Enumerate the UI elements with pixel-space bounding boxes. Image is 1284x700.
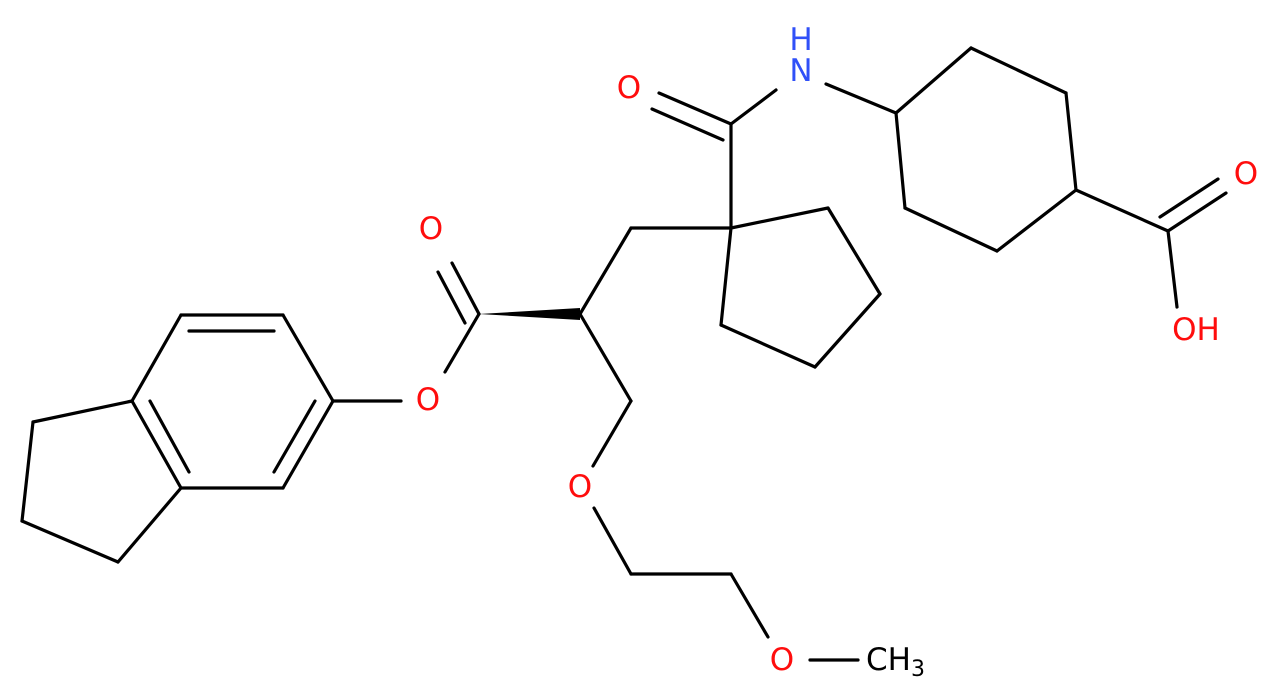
- bond: [995, 188, 1078, 253]
- bond: [20, 420, 35, 523]
- ester-group: [331, 261, 580, 403]
- bond: [894, 111, 907, 210]
- bond: [1166, 229, 1179, 309]
- bond: [813, 292, 882, 369]
- bond: [20, 519, 120, 564]
- cyclohexane-ring: [894, 46, 1078, 253]
- bond: [450, 261, 481, 316]
- bond: [969, 46, 1068, 95]
- atom-label-oxygen: O: [617, 70, 641, 106]
- bond: [148, 399, 191, 474]
- cyclopentane-ring: [719, 206, 882, 369]
- amide-group: [650, 82, 898, 230]
- bond: [31, 399, 134, 424]
- atom-label-oxygen: O: [416, 382, 440, 418]
- bond: [903, 206, 999, 253]
- atom-label-oxygen: O: [1234, 156, 1258, 192]
- indane-group: [20, 313, 335, 564]
- atom-label-oxygen: O: [568, 469, 592, 505]
- bond: [281, 313, 335, 403]
- bond: [130, 399, 183, 490]
- carboxylic-acid-group: [1074, 177, 1228, 309]
- bond: [657, 91, 733, 126]
- bond: [1166, 191, 1228, 233]
- bond: [650, 107, 725, 142]
- wedge-bond: [479, 308, 580, 320]
- bond: [719, 323, 817, 369]
- methyl-ch: CH: [866, 642, 911, 678]
- atom-label-oxygen: O: [770, 642, 794, 678]
- atom-label-hydroxyl: OH: [1172, 312, 1220, 348]
- atom-label-oxygen: O: [419, 211, 443, 247]
- bond: [116, 486, 183, 564]
- bond: [719, 226, 733, 327]
- bond: [729, 206, 830, 230]
- bond: [729, 572, 770, 639]
- bond: [578, 226, 633, 316]
- bond: [436, 270, 467, 325]
- bond: [130, 313, 183, 403]
- bond: [1158, 177, 1220, 219]
- methyl-subscript: 3: [911, 657, 925, 682]
- bond: [578, 312, 633, 403]
- bond: [824, 82, 898, 115]
- bond: [272, 399, 317, 474]
- backbone-chain: [578, 226, 860, 662]
- bond: [1074, 188, 1170, 233]
- bond: [591, 399, 633, 468]
- bond: [826, 206, 882, 296]
- bond: [281, 399, 335, 490]
- bond: [894, 46, 973, 115]
- bond: [443, 312, 481, 374]
- bond: [729, 88, 778, 126]
- atom-label-methyl: CH3: [866, 642, 925, 682]
- atom-label-nitrogen: N: [789, 53, 812, 89]
- atom-label-hydrogen: H: [789, 22, 812, 58]
- bond: [1064, 91, 1078, 192]
- bond: [592, 506, 633, 576]
